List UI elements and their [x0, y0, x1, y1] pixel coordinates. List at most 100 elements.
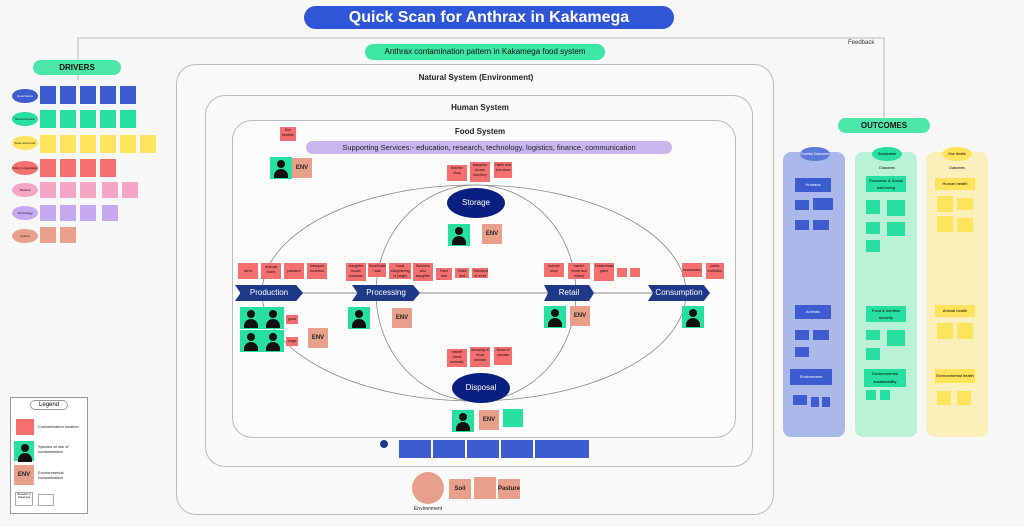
production-node[interactable]: Production [235, 285, 303, 301]
sustainable-outcomes-title: Sustainable Outcomes [872, 147, 902, 170]
person-icon [348, 307, 370, 329]
processing-node[interactable]: Processing [352, 285, 420, 301]
sustainable-environmental: Environmental sustainability [864, 369, 906, 387]
research-icon [380, 440, 388, 448]
driver-markets: Markets [12, 183, 38, 197]
driver-socio-economic: Socio-economic [12, 136, 38, 150]
societal-note [813, 198, 833, 210]
onehealth-note [937, 323, 953, 339]
person-icon [452, 410, 474, 432]
sustainable-note [887, 330, 905, 346]
retail-tag-butcher: butcher shop [544, 263, 564, 277]
processing-tag-hides: Hides and skin [455, 268, 469, 278]
research-note [535, 440, 589, 458]
onehealth-note [957, 218, 973, 232]
sustainable-note [866, 390, 876, 400]
env-production: ENV [308, 328, 328, 348]
env-retail: ENV [570, 306, 590, 326]
societal-note [813, 330, 829, 340]
person-icon [448, 224, 470, 246]
legend-contamination: Contamination location [38, 424, 79, 429]
research-note [467, 440, 499, 458]
consumption-node[interactable]: Consumption [648, 285, 710, 301]
consumption-tag-households: households [682, 263, 702, 277]
storage-tag-hides: Hides and skin store [494, 162, 512, 178]
societal-note [795, 200, 809, 210]
onehealth-human: Human health [935, 178, 975, 190]
societal-note [793, 395, 807, 405]
onehealth-environmental: Environmental health [935, 369, 975, 383]
research-note [433, 440, 465, 458]
legend-research-swatch: Research in Kakamega [15, 492, 33, 506]
page-title: Quick Scan for Anthrax in Kakamega [304, 6, 674, 29]
person-icon [544, 306, 566, 328]
animal-tag-goat: goat [286, 315, 298, 324]
societal-animals: Animals [795, 305, 831, 319]
processing-tag-transport: Transport of meat [472, 268, 488, 278]
legend-species: Species at risk of contamination [38, 444, 69, 454]
sustainable-note [866, 330, 880, 340]
driver-culture: Culture [12, 229, 38, 243]
feedback-label: Feedback [848, 40, 875, 46]
sustainable-note [866, 222, 880, 234]
societal-note [822, 397, 830, 407]
processing-tag-farm-butcher: Farm and Butcher [436, 268, 452, 280]
sustainable-note [887, 222, 905, 236]
onehealth-note [937, 216, 953, 232]
person-icon [240, 307, 262, 329]
sustainable-note [880, 390, 890, 400]
retail-tag-extra [617, 268, 627, 277]
sustainable-note [887, 200, 905, 216]
processing-tag-slab: Smallholding / slab [368, 263, 386, 277]
consumption-tag-public: public institution [706, 263, 724, 279]
onehealth-note [957, 391, 971, 405]
processing-tag-local: Local slaughtering of (large) livestock [389, 263, 411, 279]
retail-node[interactable]: Retail [544, 285, 594, 301]
env-pasture: Pasture [498, 479, 520, 499]
legend-swatch-contamination [16, 419, 34, 435]
disposal-note [503, 409, 523, 427]
sustainable-note [866, 348, 880, 360]
legend-env: ENV [14, 465, 34, 485]
outcomes-heading: OUTCOMES [838, 118, 930, 133]
person-icon [270, 157, 292, 179]
retail-tag-market: market (meat and hides) [568, 263, 590, 279]
supporting-services-bar: Supporting Services:- education, researc… [306, 141, 672, 154]
societal-note [795, 330, 809, 340]
storage-tag-slaughter: slaughter house/ butchery [470, 162, 490, 182]
processing-tag-butchers: Butchers who slaughter [413, 263, 433, 281]
env-soil: Soil [449, 479, 471, 499]
production-tag-animal-shed: animal shed [261, 263, 281, 279]
sustainable-note [866, 240, 880, 252]
onehealth-outcomes-title: One Health Outcomes [942, 147, 972, 170]
societal-outcomes-title: Societal Outcomes [800, 147, 830, 161]
env-note [474, 477, 496, 499]
societal-note [795, 220, 809, 230]
cow-icon [262, 307, 284, 329]
production-tag-transport: transport business [307, 263, 327, 279]
societal-environment: Environment [790, 369, 832, 385]
diagram-subtitle: Anthrax contamination pattern in Kakameg… [365, 44, 605, 60]
retail-tag-hotels: Hotels/eating place [594, 263, 614, 281]
sheep-icon [240, 330, 262, 352]
legend-note-swatch [38, 494, 54, 506]
disposal-node[interactable]: Disposal [452, 373, 510, 403]
human-system-label: Human System [451, 103, 509, 112]
legend-environmental: Environmental contamination [38, 470, 64, 480]
environment-label: Environment [413, 506, 443, 512]
env-top: ENV [292, 158, 312, 178]
storage-node[interactable]: Storage [447, 188, 505, 218]
legend-title: Legend [30, 400, 68, 410]
sustainable-outcomes-column [855, 152, 917, 437]
driver-policy: Policy & Regulation [12, 161, 38, 175]
drivers-heading: DRIVERS [33, 60, 121, 75]
person-icon [682, 306, 704, 328]
human-system-box [205, 95, 753, 467]
driver-environmental: Environmental [12, 112, 38, 126]
onehealth-note [957, 323, 973, 339]
sustainable-food: Food & nutrition security [866, 306, 906, 322]
top-red-tag: Sun heatsite [280, 127, 296, 141]
disposal-tag-market: market (dead animals) [447, 349, 467, 367]
production-tag-farm: farm [238, 263, 258, 279]
processing-tag-slaughter: slaughter house/ business [346, 263, 366, 281]
